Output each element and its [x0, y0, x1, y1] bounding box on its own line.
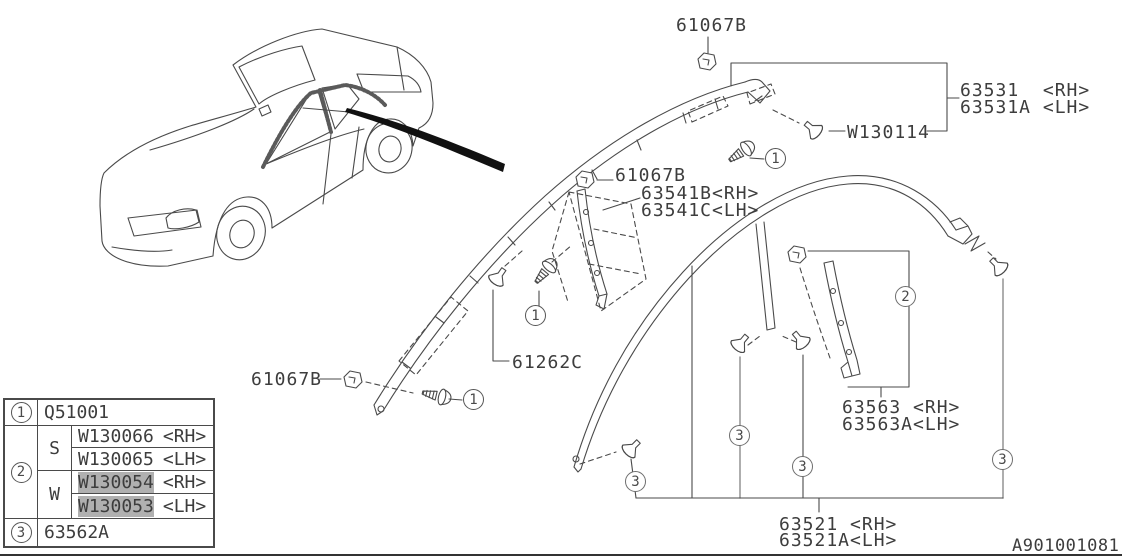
callout-3-front-clip: 3	[625, 471, 646, 492]
tape-61262c-leaders	[492, 250, 523, 362]
label-roof-molding-rh: 63531 <RH>	[960, 80, 1091, 101]
parts-table: 1 Q51001 2 S W W130066 <RH> W130065 <LH>…	[3, 398, 215, 548]
label-clip-61067b-top: 61067B	[676, 15, 748, 36]
car-illustration	[99, 28, 434, 267]
callout-1-badge: 1	[10, 402, 32, 423]
label-sash-lh: 63563A<LH>	[842, 414, 961, 435]
label-clip-61067b-bottom: 61067B	[251, 369, 323, 390]
callout-3-bar-right-clip: 3	[792, 456, 813, 477]
front-roof-molding-63531	[373, 78, 776, 416]
corner-piece-63541	[538, 179, 647, 312]
highlighted-roof-molding	[261, 83, 387, 169]
callout-2-sash-clip: 2	[895, 286, 916, 307]
callout-2-badge: 2	[10, 461, 32, 483]
table-part-w130065: W130065 <LH>	[72, 448, 213, 471]
pointer-arrow	[345, 108, 505, 172]
door-weatherstrip-63521	[572, 175, 997, 473]
table-part-63562a: 63562A	[38, 518, 213, 546]
table-part-w130066: W130066 <RH>	[72, 426, 213, 448]
callout-3-rear-clip: 3	[992, 449, 1013, 470]
sash-63563	[799, 250, 910, 398]
callout-3-bar-left-clip: 3	[729, 425, 750, 446]
label-corner-piece-lh: 63541C<LH>	[641, 200, 760, 221]
label-corner-piece-rh: 63541B<RH>	[641, 183, 760, 204]
table-part-w130053: W130053 <LH>	[78, 495, 207, 517]
diagram-id: A901001081	[1012, 536, 1120, 556]
table-part-q51001: Q51001	[38, 400, 213, 426]
table-key-s: S	[38, 426, 72, 471]
label-weatherstrip-lh: 63521A<LH>	[779, 530, 898, 551]
table-callout-2: 2	[5, 426, 38, 518]
label-roof-molding-lh: 63531A <LH>	[960, 97, 1091, 118]
callout-1-corner-screw: 1	[525, 305, 546, 326]
table-key-w: W	[38, 471, 72, 518]
table-callout-1: 1	[5, 400, 38, 426]
label-clip-w130114: W130114	[847, 122, 930, 143]
table-part-w130054: W130054 <RH>	[72, 471, 213, 494]
label-clip-61067b-mid: 61067B	[615, 165, 687, 186]
callout-1-bottom-screw: 1	[463, 389, 484, 410]
weatherstrip-leaders	[630, 265, 1004, 513]
callout-1-roof-screw: 1	[765, 148, 786, 169]
label-weatherstrip-rh: 63521 <RH>	[779, 514, 898, 535]
callout-3-badge: 3	[10, 522, 32, 543]
label-sash-rh: 63563 <RH>	[842, 397, 961, 418]
table-callout-3: 3	[5, 518, 38, 546]
label-tape-61262c: 61262C	[512, 352, 584, 373]
roof-molding-leaders	[707, 36, 960, 160]
